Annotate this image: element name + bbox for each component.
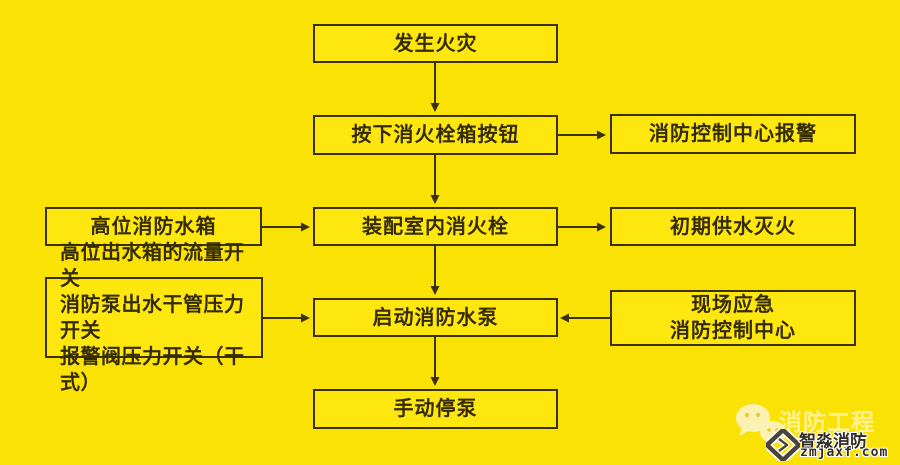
node-switch-signals-lines: 高位出水箱的流量开关 消防泵出水干管压力开关 报警阀压力开关（干式） — [60, 240, 261, 396]
node-onsite-emergency-lines: 现场应急 消防控制中心 — [670, 292, 796, 344]
node-onsite-emergency-line2: 消防控制中心 — [670, 320, 796, 342]
node-switch-signals-line2: 消防泵出水干管压力开关 — [60, 293, 245, 342]
node-switch-signals: 高位出水箱的流量开关 消防泵出水干管压力开关 报警阀压力开关（干式） — [45, 242, 263, 394]
node-press-hydrant-button: 按下消火栓箱按钮 — [313, 115, 558, 155]
node-high-level-tank: 高位消防水箱 — [45, 207, 262, 246]
node-indoor-hydrant: 装配室内消火栓 — [313, 207, 558, 246]
node-start-fire-pump-label: 启动消防水泵 — [372, 306, 499, 329]
node-control-center-alarm-label: 消防控制中心报警 — [649, 123, 817, 145]
node-indoor-hydrant-label: 装配室内消火栓 — [362, 215, 509, 238]
node-start-fire-pump: 启动消防水泵 — [313, 298, 558, 337]
node-control-center-alarm: 消防控制中心报警 — [610, 114, 856, 154]
node-switch-signals-line1: 高位出水箱的流量开关 — [60, 241, 245, 290]
watermark-channel-name: 消防工程 — [779, 410, 875, 435]
node-onsite-emergency-line1: 现场应急 — [691, 294, 775, 316]
node-initial-water-supply: 初期供水灭火 — [610, 207, 856, 246]
node-fire-occurs-label: 发生火灾 — [393, 32, 478, 55]
node-fire-occurs: 发生火灾 — [313, 24, 558, 63]
node-switch-signals-line3: 报警阀压力开关（干式） — [60, 345, 245, 394]
watermark-website: zmjaxf.com — [800, 445, 889, 460]
node-initial-water-supply-label: 初期供水灭火 — [670, 215, 796, 238]
brand-diamond-logo — [766, 429, 800, 461]
node-onsite-emergency: 现场应急 消防控制中心 — [610, 290, 856, 346]
watermark-brand-name: 智淼消防 — [799, 432, 867, 451]
node-press-hydrant-button-label: 按下消火栓箱按钮 — [351, 124, 520, 146]
node-manual-pump-stop-label: 手动停泵 — [393, 398, 478, 420]
node-manual-pump-stop: 手动停泵 — [313, 389, 558, 429]
node-high-level-tank-label: 高位消防水箱 — [90, 215, 217, 238]
